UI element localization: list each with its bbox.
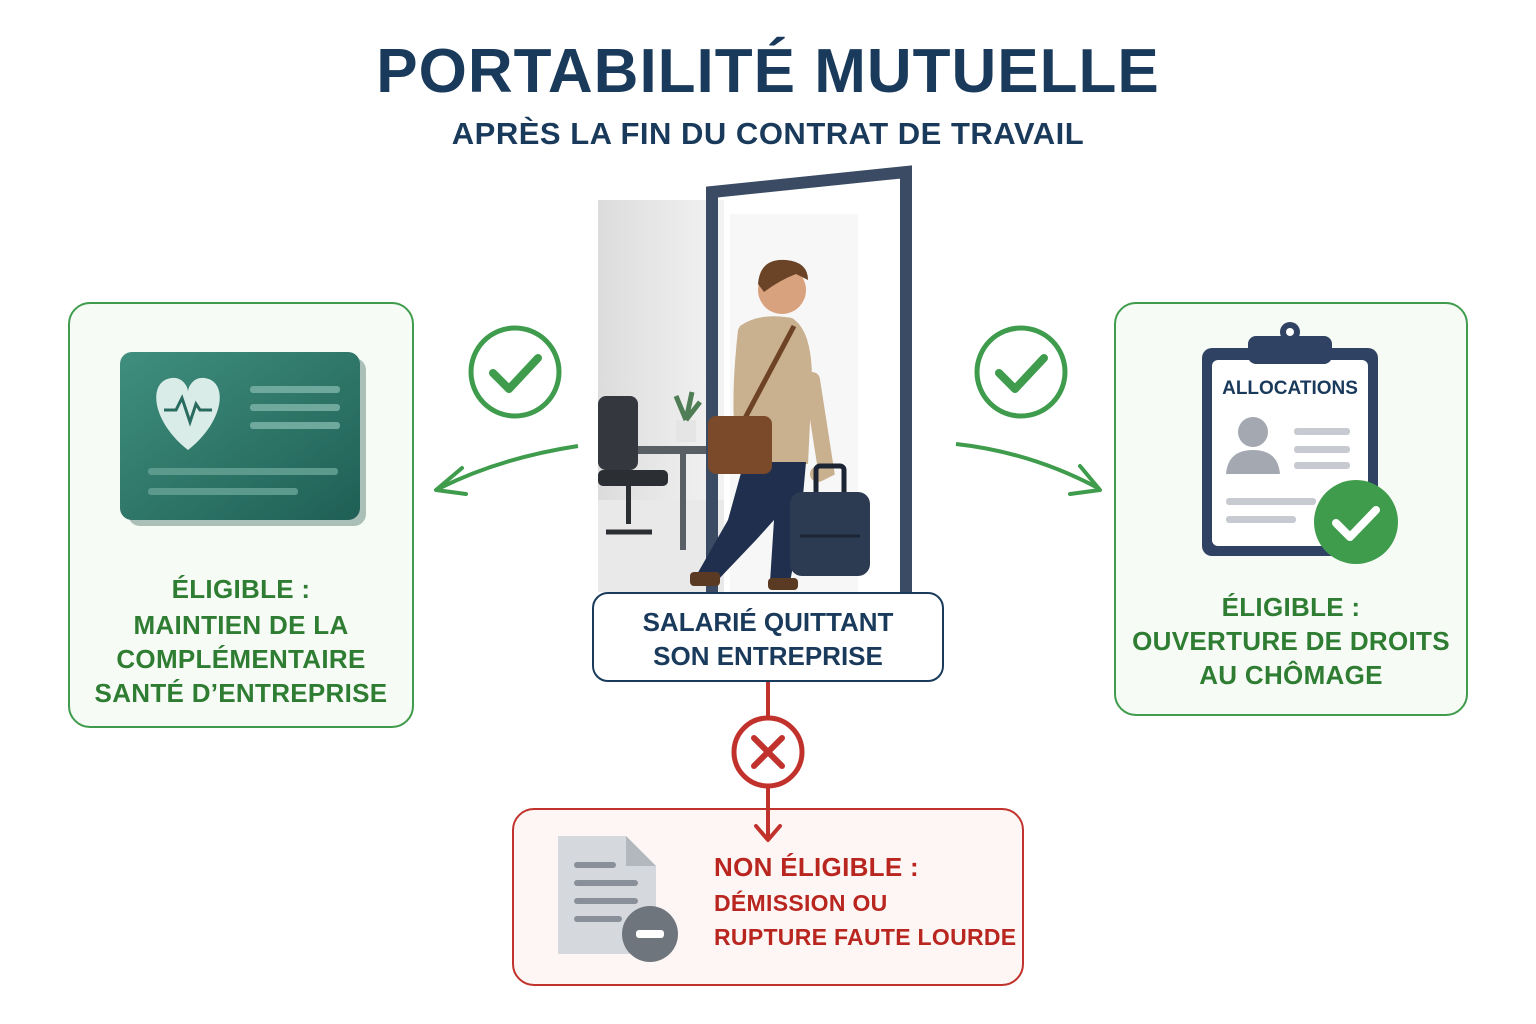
check-circle-icon (974, 325, 1068, 419)
bottom-card-status: NON ÉLIGIBLE : (714, 852, 919, 882)
arrow-right (955, 442, 1102, 496)
left-card-line2: COMPLÉMENTAIRE (116, 644, 366, 674)
health-card-icon (120, 352, 366, 526)
clipboard-title: ALLOCATIONS (1222, 378, 1358, 399)
center-label: SALARIÉ QUITTANT SON ENTREPRISE (592, 592, 944, 682)
person-leaving-illustration (598, 165, 912, 592)
bottom-card-line2: RUPTURE FAUTE LOURDE (714, 924, 1017, 950)
cross-circle-icon (731, 715, 805, 789)
arrow-left (434, 444, 579, 496)
page-subtitle: APRÈS LA FIN DU CONTRAT DE TRAVAIL (451, 116, 1085, 151)
document-minus-icon (558, 836, 678, 962)
center-label-line1: SALARIÉ QUITTANT (642, 607, 894, 637)
right-card-line2: AU CHÔMAGE (1199, 660, 1383, 690)
left-card-line1: MAINTIEN DE LA (133, 610, 349, 640)
down-connector (754, 682, 782, 842)
page-title: PORTABILITÉ MUTUELLE (376, 37, 1160, 106)
right-card-line1: OUVERTURE DE DROITS (1132, 626, 1450, 656)
right-card-status: ÉLIGIBLE : (1221, 592, 1361, 622)
left-card-status: ÉLIGIBLE : (171, 574, 311, 604)
clipboard-icon (1202, 322, 1398, 564)
check-circle-icon (468, 325, 562, 419)
center-label-line2: SON ENTREPRISE (653, 641, 883, 671)
bottom-card-line1: DÉMISSION OU (714, 890, 888, 916)
left-card-line3: SANTÉ D’ENTREPRISE (94, 678, 388, 708)
